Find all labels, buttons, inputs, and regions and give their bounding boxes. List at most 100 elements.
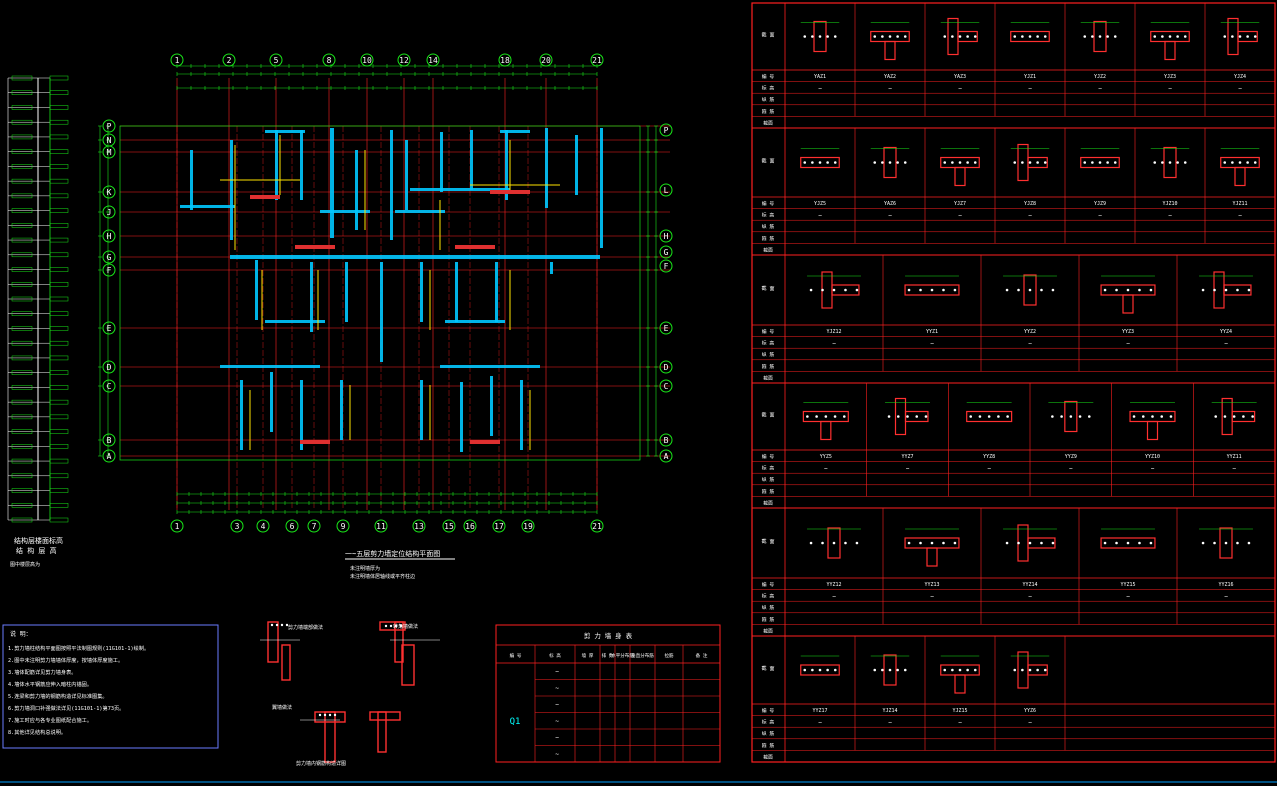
wall-opening [455, 245, 495, 249]
detail-caption: 剪力墙内钢筋构造详图 [296, 760, 346, 767]
column-section [1231, 410, 1256, 423]
shear-wall [505, 130, 508, 200]
axis-bubble [659, 259, 673, 273]
column-id: YJZ15 [952, 708, 967, 714]
column-section [926, 547, 938, 567]
rebar-dot [907, 541, 911, 545]
axis-label: E [107, 324, 112, 333]
elevation-floor-box [11, 75, 33, 81]
section-label: 截 面 [761, 32, 774, 39]
note-line: 8.其他详见结构总说明。 [8, 728, 66, 736]
rebar-dot [1169, 415, 1173, 418]
rebar-dot [1149, 288, 1153, 292]
column-id: YYZ5 [820, 454, 832, 460]
rebar-dot [919, 541, 922, 545]
column-section [884, 40, 896, 61]
column-value: ~ [1232, 466, 1236, 473]
shear-wall [320, 210, 370, 213]
rebar-dot [966, 35, 969, 38]
rebar-dot [1246, 35, 1249, 38]
row-label: 标 高 [762, 340, 775, 347]
rebar-dot [844, 288, 847, 292]
rebar-dot [978, 415, 982, 418]
rebar-dot [833, 668, 837, 672]
rebar-dot [803, 668, 807, 672]
column-id: YYZ11 [1227, 454, 1242, 460]
rebar-dot [1040, 541, 1043, 545]
axis-label: 4 [261, 522, 266, 531]
rebar-detail [324, 711, 336, 763]
column-id: YJZ1 [1024, 74, 1036, 80]
rebar-dot [942, 541, 945, 545]
rebar-dot [1069, 415, 1073, 418]
row-label: 截面 [763, 627, 773, 634]
column-section [1146, 420, 1159, 441]
elevation-floor-box [11, 370, 33, 375]
rebar-dot [832, 288, 836, 292]
shear-wall [265, 320, 325, 323]
rebar-dot [958, 161, 962, 164]
column-section [1164, 40, 1176, 61]
rebar-dot [873, 161, 877, 164]
rebar-dot [888, 161, 892, 164]
rebar-dot [855, 288, 859, 292]
column-id: YAZ1 [814, 74, 826, 80]
axis-label: 5 [274, 56, 279, 65]
rebar-dot [1231, 35, 1234, 38]
axis-bubble [102, 433, 116, 447]
rebar-dot [1021, 161, 1024, 164]
axis-label: 17 [494, 522, 504, 531]
detail-label-2: 转角墙做法 [393, 623, 418, 630]
axis-bubble [102, 449, 116, 463]
column-id: YJZ4 [1234, 74, 1246, 80]
rebar-detail [377, 711, 387, 753]
axis-bubble [659, 360, 673, 374]
elevation-floor-box [11, 296, 33, 302]
rebar-dot [818, 35, 822, 38]
axis-bubble [412, 519, 426, 533]
section-label: 截 面 [761, 538, 774, 545]
rebar-dot [1153, 161, 1157, 164]
shear-wall [330, 128, 334, 238]
rebar-dot [903, 668, 907, 672]
rebar-dot [323, 713, 327, 717]
shear-wall [180, 205, 235, 208]
rebar-dot [915, 415, 919, 418]
detail-label-3: 翼墙做法 [272, 704, 292, 711]
column-section [954, 166, 966, 187]
column-value: ~ [1224, 341, 1228, 348]
rebar-dot [896, 668, 899, 672]
axis-label: J [107, 208, 112, 217]
wall-table-cell: ~ [555, 685, 559, 692]
column-id: YJZ7 [954, 201, 966, 207]
rebar-dot [1113, 35, 1117, 38]
rebar-dot [924, 415, 928, 418]
rebar-dot [275, 623, 279, 627]
elevation-floor-box [11, 208, 33, 213]
rebar-dot [958, 35, 962, 38]
rebar-dot [1098, 161, 1102, 164]
elevation-floor-box [11, 473, 33, 479]
column-value: ~ [1098, 86, 1102, 93]
rebar-dot [811, 35, 814, 38]
rebar-dot [803, 35, 807, 38]
rebar-dot [896, 415, 900, 418]
rebar-dot [1013, 668, 1017, 672]
elevation-floor-box [11, 340, 33, 346]
rebar-dot [973, 35, 977, 38]
rebar-dot [1051, 415, 1054, 418]
shear-wall [355, 150, 358, 230]
rebar-detail [401, 644, 415, 686]
shear-wall [265, 130, 305, 133]
axis-label: 14 [428, 56, 438, 65]
rebar-dot [1161, 161, 1164, 164]
rebar-dot [881, 161, 884, 164]
axis-bubble [102, 250, 116, 264]
rebar-detail [394, 621, 404, 663]
column-id: YYZ16 [1218, 582, 1233, 588]
rebar-dot [1153, 35, 1157, 38]
rebar-dot [1115, 288, 1118, 292]
rebar-dot [896, 35, 899, 38]
